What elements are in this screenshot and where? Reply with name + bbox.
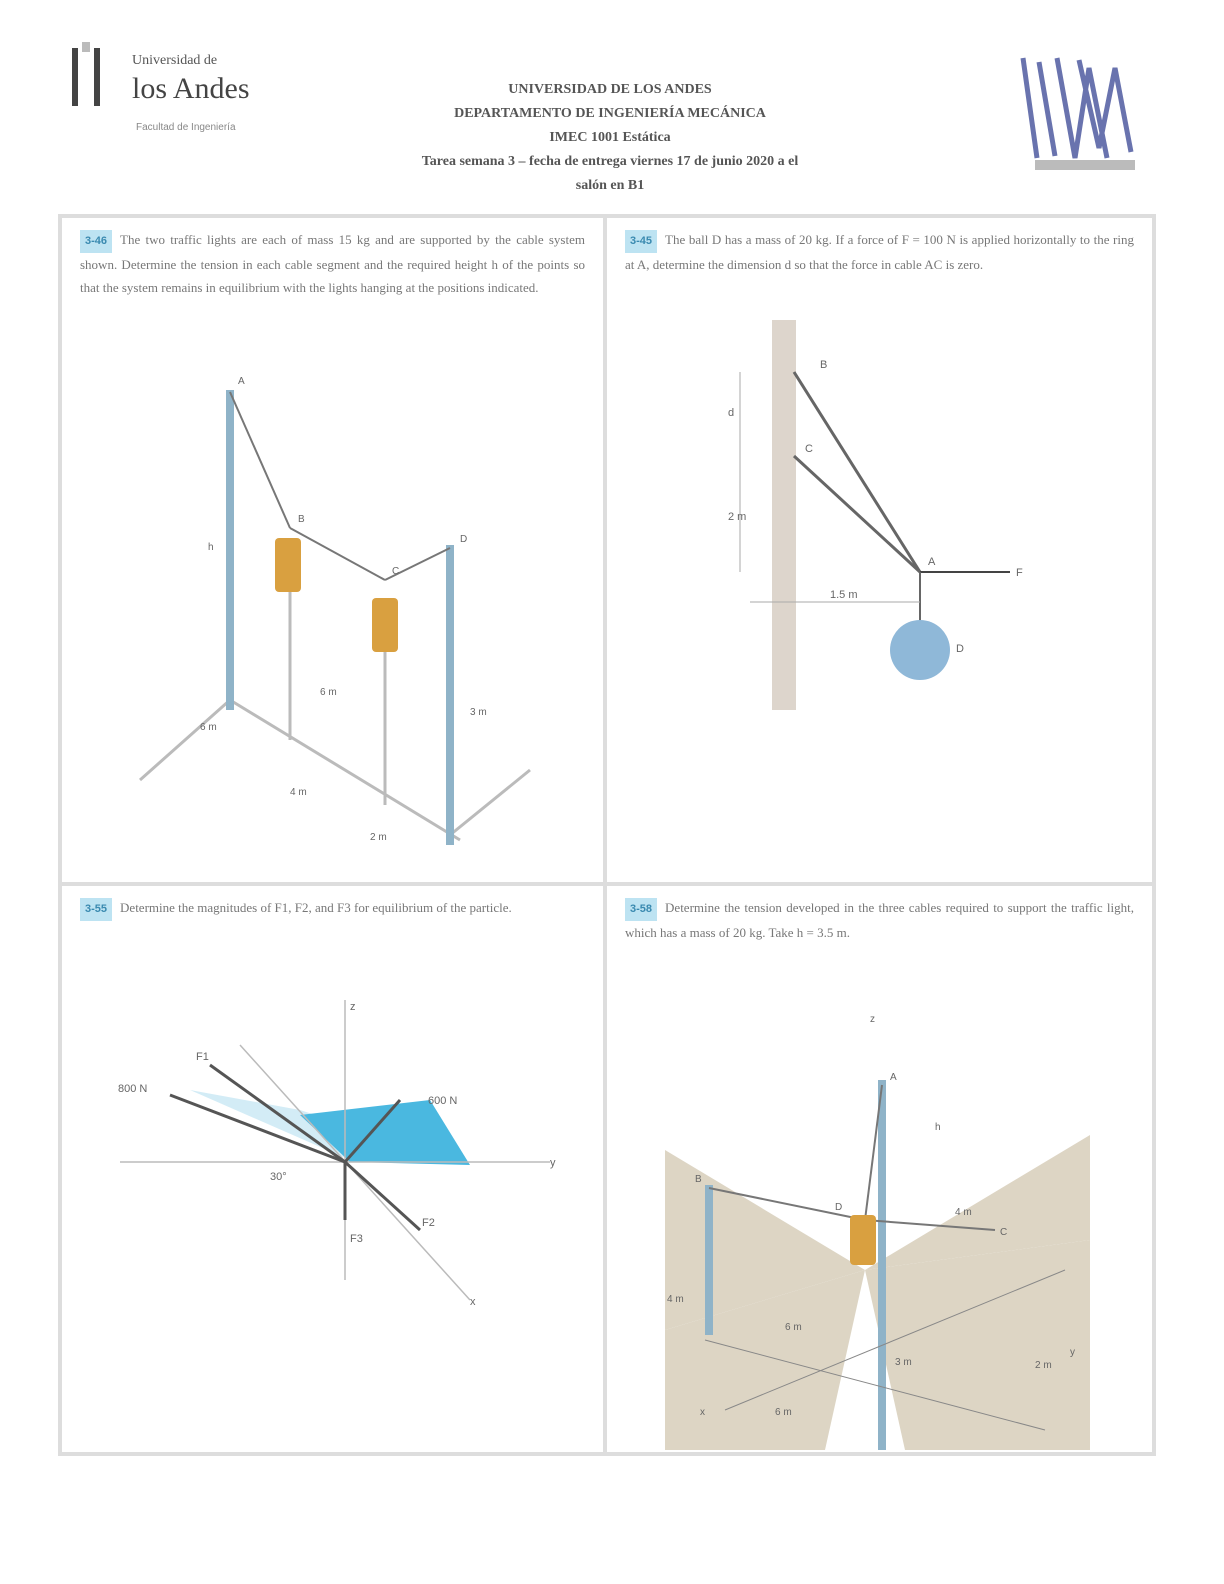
problem-number: 3-45 bbox=[625, 230, 658, 253]
dim-1: 3 m bbox=[470, 707, 487, 718]
dim-5: 2 m bbox=[1035, 1360, 1052, 1371]
label-c: C bbox=[392, 566, 399, 577]
document-header: UNIVERSIDAD DE LOS ANDES DEPARTAMENTO DE… bbox=[300, 78, 920, 198]
label-a: A bbox=[238, 376, 245, 387]
dim-4: 3 m bbox=[895, 1357, 912, 1368]
svg-text:los Andes: los Andes bbox=[132, 72, 250, 105]
label-b: B bbox=[695, 1174, 702, 1185]
axis-z: z bbox=[870, 1014, 875, 1025]
problem-text: Determine the tension developed in the t… bbox=[625, 900, 1134, 940]
label-h: h bbox=[935, 1122, 941, 1133]
label-d: D bbox=[835, 1202, 842, 1213]
dim-2: 6 m bbox=[785, 1322, 802, 1333]
problem-number: 3-46 bbox=[80, 230, 113, 253]
problem-text: The ball D has a mass of 20 kg. If a for… bbox=[625, 232, 1134, 272]
header-course: IMEC 1001 Estática bbox=[549, 130, 671, 145]
header-assignment-cont: salón en B1 bbox=[575, 178, 645, 193]
axis-y: y bbox=[550, 1157, 556, 1169]
problem-text: The two traffic lights are each of mass … bbox=[80, 232, 585, 295]
label-600n: 600 N bbox=[428, 1095, 457, 1107]
svg-text:Facultad de Ingeniería: Facultad de Ingeniería bbox=[136, 122, 236, 133]
axis-x: x bbox=[700, 1407, 705, 1418]
header-assignment: Tarea semana 3 – fecha de entrega vierne… bbox=[421, 154, 799, 169]
label-angle: 30° bbox=[270, 1171, 287, 1183]
dim-6: 6 m bbox=[775, 1407, 792, 1418]
axis-x: x bbox=[470, 1296, 476, 1308]
label-f1: F1 bbox=[196, 1051, 209, 1063]
dim-1: 4 m bbox=[667, 1294, 684, 1305]
header-university: UNIVERSIDAD DE LOS ANDES bbox=[508, 82, 712, 97]
label-f: F bbox=[1016, 567, 1023, 579]
dim-4: 2 m bbox=[370, 832, 387, 843]
label-a: A bbox=[928, 556, 936, 568]
label-800n: 800 N bbox=[118, 1083, 147, 1095]
department-logo bbox=[1015, 48, 1145, 178]
svg-text:Universidad de: Universidad de bbox=[132, 53, 217, 68]
dim-2: 6 m bbox=[320, 687, 337, 698]
label-f2: F2 bbox=[422, 1217, 435, 1229]
figure-traffic-lights: A B C D h 3 m 6 m 4 m 2 m 6 m bbox=[139, 376, 531, 845]
problem-number: 3-55 bbox=[80, 898, 113, 921]
header-department: DEPARTAMENTO DE INGENIERÍA MECÁNICA bbox=[454, 106, 766, 121]
label-h: h bbox=[208, 542, 214, 553]
figure-particle-forces: z y x 800 N 600 N F1 F3 F2 30° bbox=[118, 1000, 556, 1308]
label-b: B bbox=[298, 514, 305, 525]
label-b: B bbox=[820, 359, 827, 371]
dim-1-5m: 1.5 m bbox=[830, 589, 858, 601]
university-logo: Universidad de los Andes Facultad de Ing… bbox=[70, 42, 300, 142]
problem-text: Determine the magnitudes of F1, F2, and … bbox=[120, 900, 512, 915]
label-a: A bbox=[890, 1072, 897, 1083]
label-f3: F3 bbox=[350, 1233, 363, 1245]
dim-5: 6 m bbox=[200, 722, 217, 733]
axis-y: y bbox=[1070, 1347, 1075, 1358]
figure-ball-ring: B C A D F d 2 m 1.5 m bbox=[728, 320, 1023, 710]
figure-traffic-light-cables: z A B C D h 4 m 6 m 4 m 3 m 2 m 6 m y x bbox=[665, 1014, 1090, 1450]
dim-d: d bbox=[728, 407, 734, 419]
label-c: C bbox=[1000, 1227, 1007, 1238]
label-d: D bbox=[956, 643, 964, 655]
dim-3: 4 m bbox=[955, 1207, 972, 1218]
label-c: C bbox=[805, 443, 813, 455]
problem-3: 3-55 Determine the magnitudes of F1, F2, … bbox=[62, 886, 607, 1452]
dim-3: 4 m bbox=[290, 787, 307, 798]
dim-2m: 2 m bbox=[728, 511, 746, 523]
label-d: D bbox=[460, 534, 467, 545]
problem-number: 3-58 bbox=[625, 898, 658, 921]
axis-z: z bbox=[350, 1001, 356, 1013]
